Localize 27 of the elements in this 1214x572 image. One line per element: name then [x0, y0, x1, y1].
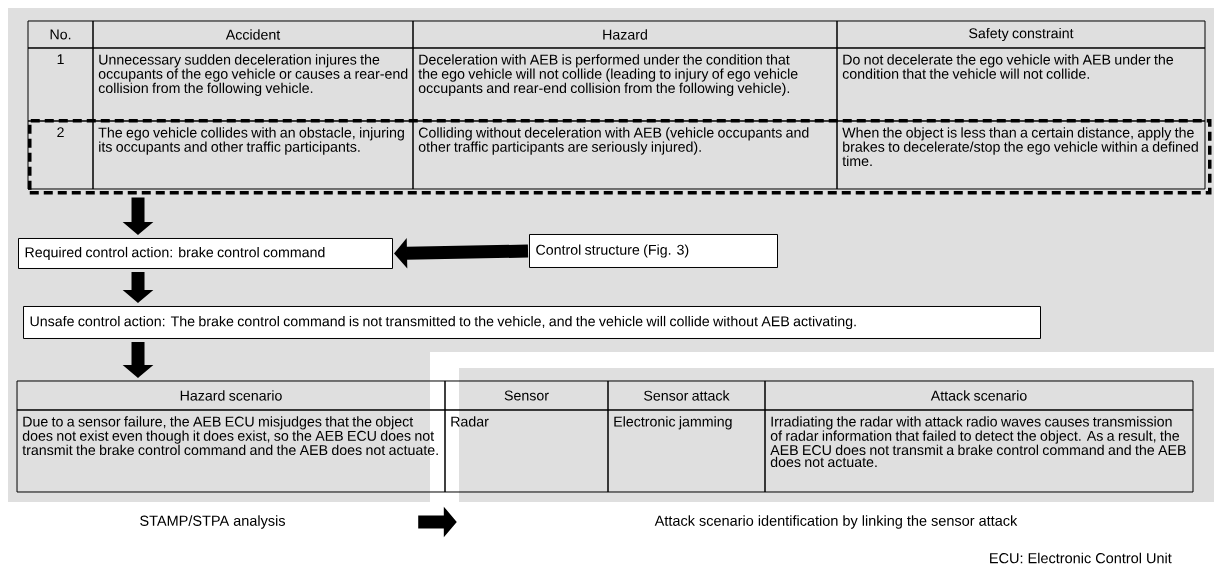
- table-cell: No.: [27, 20, 94, 49]
- table-cell: 1: [27, 47, 94, 122]
- table-cell: The ego vehicle collides with an obstacle, injuring its occupants and other traffic participants.: [92, 120, 414, 190]
- process-box: Required control action: brake control command: [18, 238, 393, 269]
- table-cell: Colliding without deceleration with AEB (vehicle occupants and other traffic participants are seriously injured).: [412, 120, 838, 190]
- dashed-box: [28, 119, 1212, 195]
- table-cell: Hazard scenario: [16, 380, 446, 411]
- table-cell: Safety constraint: [836, 20, 1206, 49]
- table-cell: Sensor attack: [607, 380, 766, 411]
- footnote: ECU: Electronic Control Unit: [990, 552, 1172, 564]
- table-cell: Deceleration with AEB is performed under the condition that the ego vehicle will not collide (leading to injury of ego vehicle occupants and rear-end collision from the following vehicle).: [412, 47, 838, 122]
- panel-caption: Attack scenario identification by linking the sensor attack: [654, 515, 1018, 529]
- table-cell: Electronic jamming: [607, 409, 766, 493]
- process-box: Control structure (Fig. 3): [529, 234, 778, 268]
- table-cell: Due to a sensor failure, the AEB ECU misjudges that the object does not exist even though it does exist, so the AEB ECU does not transmit the brake control command and the AEB does not actuate.: [16, 409, 446, 493]
- table-cell: Unnecessary sudden deceleration injures the occupants of the ego vehicle or causes a rear-end collision from the following vehicle.: [92, 47, 414, 122]
- table-cell: Hazard: [412, 20, 838, 49]
- table-cell: Sensor: [444, 380, 609, 411]
- table-cell: When the object is less than a certain distance, apply the brakes to decelerate/stop the ego vehicle within a defined time.: [836, 120, 1206, 190]
- process-box: Unsafe control action: The brake control command is not transmitted to the vehicle, and the vehicle will collide without AEB activating.: [23, 306, 1041, 339]
- table-cell: 2: [27, 120, 94, 190]
- table-cell: Accident: [92, 20, 414, 49]
- panel-caption: STAMP/STPA analysis: [140, 515, 286, 529]
- table-cell: Attack scenario: [764, 380, 1194, 411]
- table-cell: Irradiating the radar with attack radio waves causes transmission of radar information that failed to detect the object. As a result, the AEB ECU does not transmit a brake control command and the AEB does not actuate.: [764, 409, 1194, 493]
- table-cell: Radar: [444, 409, 609, 493]
- table-cell: Do not decelerate the ego vehicle with AEB under the condition that the vehicle will not collide.: [836, 47, 1206, 122]
